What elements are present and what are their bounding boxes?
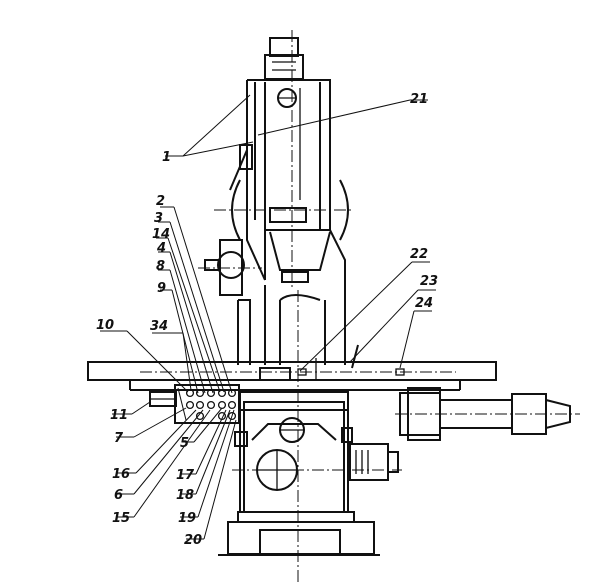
label-22: 22 (410, 247, 428, 262)
label-8: 8 (156, 259, 165, 274)
label-34: 34 (150, 319, 168, 334)
label-1: 1 (162, 150, 171, 165)
label-7: 7 (114, 431, 124, 446)
work-table (87, 344, 497, 391)
quill-handwheel (198, 239, 262, 296)
label-16: 16 (112, 467, 130, 482)
label-5: 5 (180, 436, 189, 451)
label-15: 15 (112, 511, 130, 526)
label-3: 3 (154, 211, 163, 226)
label-23: 23 (420, 274, 438, 289)
label-2: 2 (156, 194, 165, 209)
label-11: 11 (110, 408, 128, 423)
feed-motor (349, 443, 399, 481)
spindle-head (214, 30, 352, 290)
label-14: 14 (152, 227, 170, 242)
label-19: 19 (178, 511, 196, 526)
top-motor (264, 37, 304, 80)
base (218, 511, 380, 556)
label-10: 10 (96, 318, 114, 333)
knee (232, 391, 402, 513)
label-24: 24 (415, 296, 433, 311)
label-9: 9 (157, 281, 166, 296)
label-6: 6 (114, 488, 123, 503)
part-labels: 1 21 2 3 14 4 8 9 34 10 22 23 24 11 7 5 … (96, 92, 438, 548)
label-4: 4 (156, 241, 166, 256)
horizontal-spindle (395, 387, 580, 441)
label-18: 18 (176, 488, 194, 503)
leader-lines (100, 94, 436, 540)
label-17: 17 (176, 468, 195, 483)
label-20: 20 (184, 533, 202, 548)
label-21: 21 (410, 92, 428, 107)
column (237, 285, 346, 585)
